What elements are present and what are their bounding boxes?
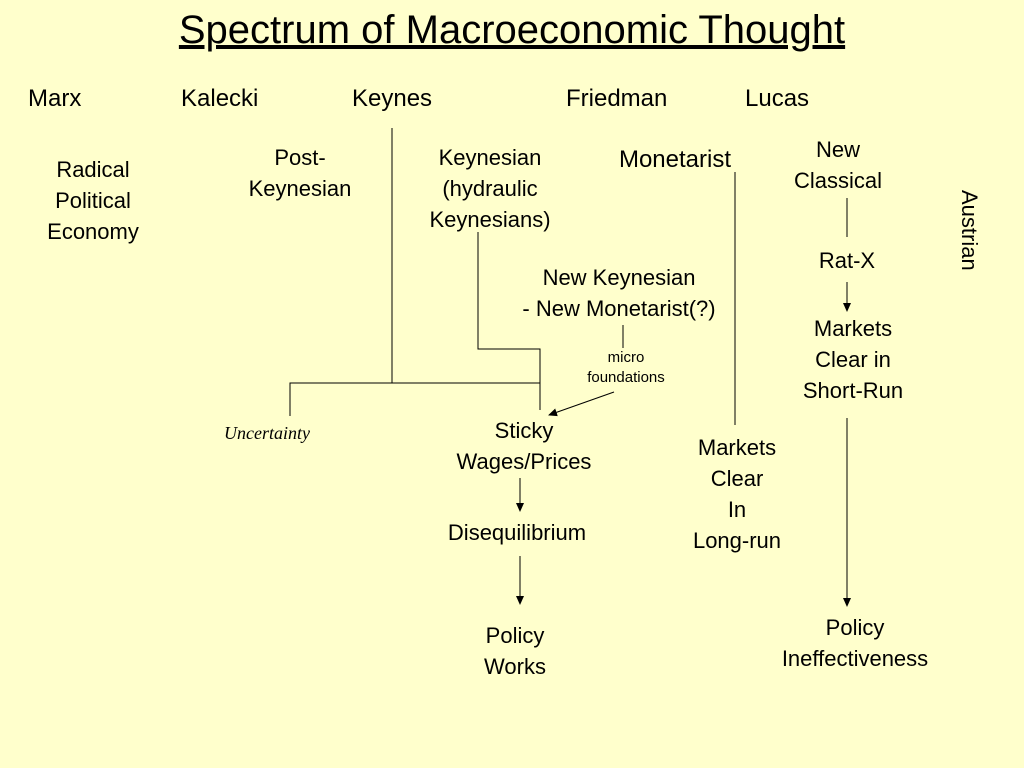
concept-markets-clear-short-run: Markets Clear in Short-Run [802,316,904,403]
concept-policy-works: Policy Works [484,623,546,679]
keynes-branch-line [289,382,541,416]
micro-to-sticky-arrow [548,391,615,417]
concept-micro-foundations: micro foundations [587,349,665,386]
concept-sticky-wages-prices: Sticky Wages/Prices [456,418,592,474]
economist-friedman: Friedman [566,85,668,112]
concept-disequilibrium: Disequilibrium [447,520,587,545]
school-keynesian-hydraulic: Keynesian (hydraulic Keynesians) [429,145,551,232]
school-monetarist: Monetarist [618,146,732,173]
concept-uncertainty: Uncertainty [224,423,310,443]
school-radical-political-economy: Radical Political Economy [47,157,139,244]
concept-rat-x: Rat-X [818,248,876,273]
school-new-classical: New Classical [793,137,883,193]
economist-kalecki: Kalecki [181,85,259,112]
economist-keynes: Keynes [352,85,433,112]
school-new-keynesian: New Keynesian - New Monetarist(?) [522,265,716,321]
school-austrian: Austrian [957,190,982,271]
economist-lucas: Lucas [745,85,810,112]
concept-markets-clear-long-run: Markets Clear In Long-run [692,435,782,553]
concept-policy-ineffectiveness: Policy Ineffectiveness [781,615,929,671]
economist-marx: Marx [28,85,82,112]
hydraulic-line [477,232,541,383]
school-post-keynesian: Post- Keynesian [248,145,352,201]
page-title: Spectrum of Macroeconomic Thought [178,8,846,52]
